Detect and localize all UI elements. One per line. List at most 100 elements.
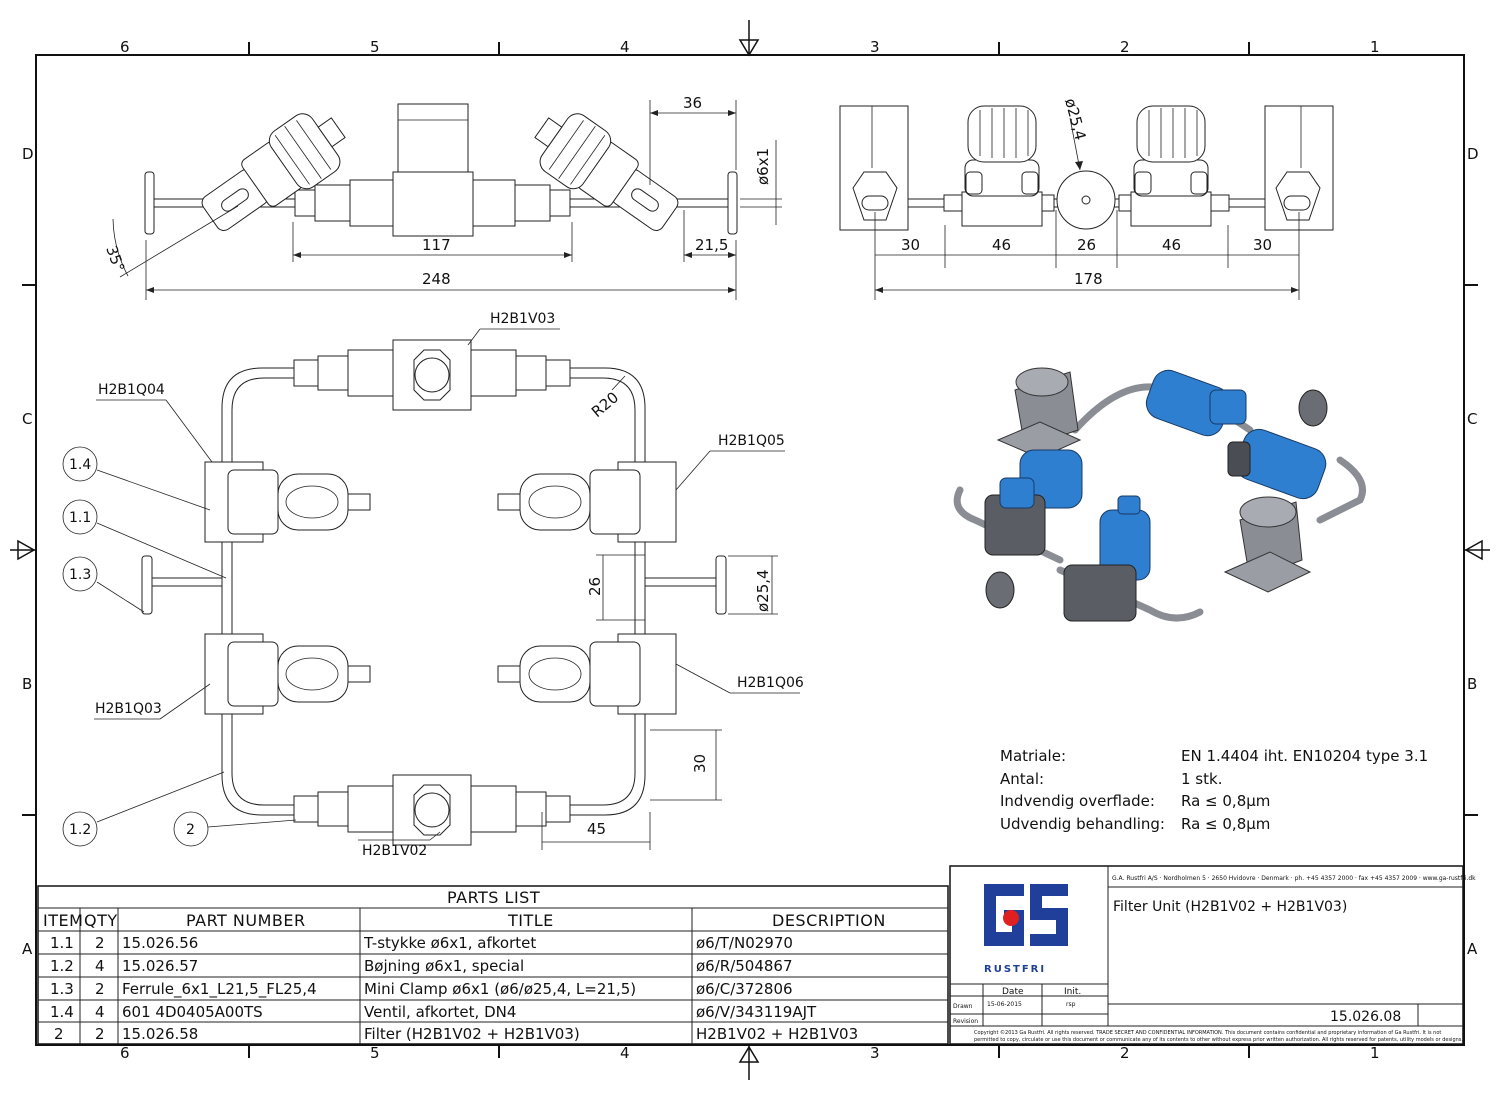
iso-valve-3 [984,449,1083,556]
svg-text:1.4: 1.4 [50,1003,74,1021]
drawing-title: Filter Unit (H2B1V02 + H2B1V03) [1113,899,1347,915]
svg-text:1.1: 1.1 [50,934,74,952]
filter-cap-side [397,103,469,173]
dim-plan-30: 30 [691,754,709,773]
svg-text:2: 2 [95,1025,105,1043]
zone-row-d: D [22,145,34,163]
zone-row-a-right: A [1467,940,1478,958]
tag-q03: H2B1Q03 [95,701,162,717]
table-row: 1.3 2 Ferrule_6x1_L21,5_FL25,4 Mini Clam… [50,980,793,999]
dim-21-5: 21,5 [695,236,728,254]
material-label-2: Indvendig overflade: [1000,792,1155,810]
svg-text:1.2: 1.2 [69,822,91,838]
svg-text:1.3: 1.3 [69,567,91,583]
dim-end-25-4: ø25,4 [1061,96,1089,142]
left-clamp-flange [144,171,155,235]
iso-filter-bottom [1223,496,1312,593]
end-valve-right [1118,105,1230,227]
zone-col-4-bottom: 4 [620,1044,630,1062]
drawn-label: Drawn [953,1003,973,1010]
plan-tee-left [141,555,222,615]
zone-col-6-bottom: 6 [120,1044,130,1062]
zone-col-2: 2 [1120,38,1130,56]
init-header: Init. [1064,987,1081,997]
plan-tee-right [645,555,727,615]
copyright-line-2: permitted to copy, circulate or use this… [974,1037,1463,1043]
tag-q05: H2B1Q05 [718,433,785,449]
zone-row-d-right: D [1467,145,1479,163]
zone-row-a: A [22,940,33,958]
svg-text:2: 2 [95,934,105,952]
zone-col-2-bottom: 2 [1120,1044,1130,1062]
plan-filter-top [293,339,571,411]
side-view-end: ø25,4 30 46 26 46 30 178 [839,96,1334,300]
dim-end-178: 178 [1074,270,1103,288]
zone-col-5-bottom: 5 [370,1044,380,1062]
iso-valve-4 [1063,495,1151,622]
end-valve-left [943,105,1055,227]
zone-col-5: 5 [370,38,380,56]
tag-q06: H2B1Q06 [737,675,804,691]
svg-text:1.4: 1.4 [69,457,91,473]
material-value-0: EN 1.4404 iht. EN10204 type 3.1 [1181,747,1428,765]
zone-row-c-right: C [1467,410,1477,428]
svg-text:2: 2 [186,822,195,838]
plan-valve-q05 [497,461,677,543]
dim-plan-45: 45 [587,820,606,838]
balloon-1-1 [62,499,98,535]
plan-view: R20 26 ø25,4 30 45 [141,339,778,850]
svg-text:Bøjning ø6x1, special: Bøjning ø6x1, special [364,957,524,975]
tag-q04: H2B1Q04 [98,382,165,398]
svg-text:4: 4 [95,957,105,975]
dim-36: 36 [683,94,702,112]
company-line: G.A. Rustfri A/S · Nordholmen 5 · 2650 H… [1112,875,1476,882]
dim-117: 117 [422,236,451,254]
parts-list: PARTS LIST ITEM QTY PART NUMBER TITLE DE… [37,885,949,1045]
copyright-line-1: Copyright ©2013 Ga Rustfri. All rights r… [974,1029,1441,1036]
iso-clamp-top [1298,389,1328,427]
zone-col-1-bottom: 1 [1370,1044,1380,1062]
filter-body-side [392,171,474,237]
company-logo: RUSTFRI [978,880,1070,975]
table-row: 1.4 4 601 4D0405A00TS Ventil, afkortet, … [50,1003,817,1021]
dim-248: 248 [422,270,451,288]
title-block: RUSTFRI G.A. Rustfri A/S · Nordholmen 5 … [949,865,1476,1045]
dim-end-30b: 30 [1253,236,1272,254]
right-clamp-flange [727,171,738,235]
dim-end-46a: 46 [992,236,1011,254]
material-label-1: Antal: [1000,770,1044,788]
svg-text:15.026.58: 15.026.58 [122,1025,198,1043]
left-angled-valve [201,113,346,231]
svg-text:Ventil, afkortet, DN4: Ventil, afkortet, DN4 [364,1003,516,1021]
iso-filter-top [996,367,1082,459]
zone-labels: 6 5 4 3 2 1 6 5 4 3 2 1 D C B A D C B A [22,38,1479,1062]
dim-6x1: ø6x1 [754,148,772,185]
material-label-0: Matriale: [1000,747,1066,765]
col-part-number: PART NUMBER [186,911,306,930]
svg-text:601 4D0405A00TS: 601 4D0405A00TS [122,1003,263,1021]
drawing-number: 15.026.08 [1330,1009,1401,1025]
col-item: ITEM [43,911,83,930]
svg-text:Mini Clamp ø6x1 (ø6/ø25,4, L=2: Mini Clamp ø6x1 (ø6/ø25,4, L=21,5) [364,980,636,998]
parts-list-heading: PARTS LIST [447,888,540,907]
plan-valve-q04 [204,461,371,543]
svg-text:ø6/C/372806: ø6/C/372806 [696,980,793,998]
plan-valve-q03 [204,633,371,715]
logo-text: RUSTFRI [984,964,1046,975]
balloon-1-3 [62,556,98,592]
svg-text:4: 4 [95,1003,105,1021]
col-description: DESCRIPTION [772,911,886,930]
zone-row-c: C [22,410,32,428]
material-notes: Matriale: EN 1.4404 iht. EN10204 type 3.… [1000,747,1428,833]
dim-plan-26: 26 [586,577,604,596]
drawn-init: rsp [1066,1001,1076,1008]
zone-row-b: B [22,675,32,693]
svg-text:15.026.57: 15.026.57 [122,957,198,975]
dim-end-26: 26 [1077,236,1096,254]
drawn-date: 15-06-2015 [987,1001,1022,1008]
svg-text:2: 2 [95,980,105,998]
svg-text:T-stykke ø6x1, afkortet: T-stykke ø6x1, afkortet [363,934,536,952]
zone-col-4: 4 [620,38,630,56]
svg-text:Ferrule_6x1_L21,5_FL25,4: Ferrule_6x1_L21,5_FL25,4 [122,980,317,999]
